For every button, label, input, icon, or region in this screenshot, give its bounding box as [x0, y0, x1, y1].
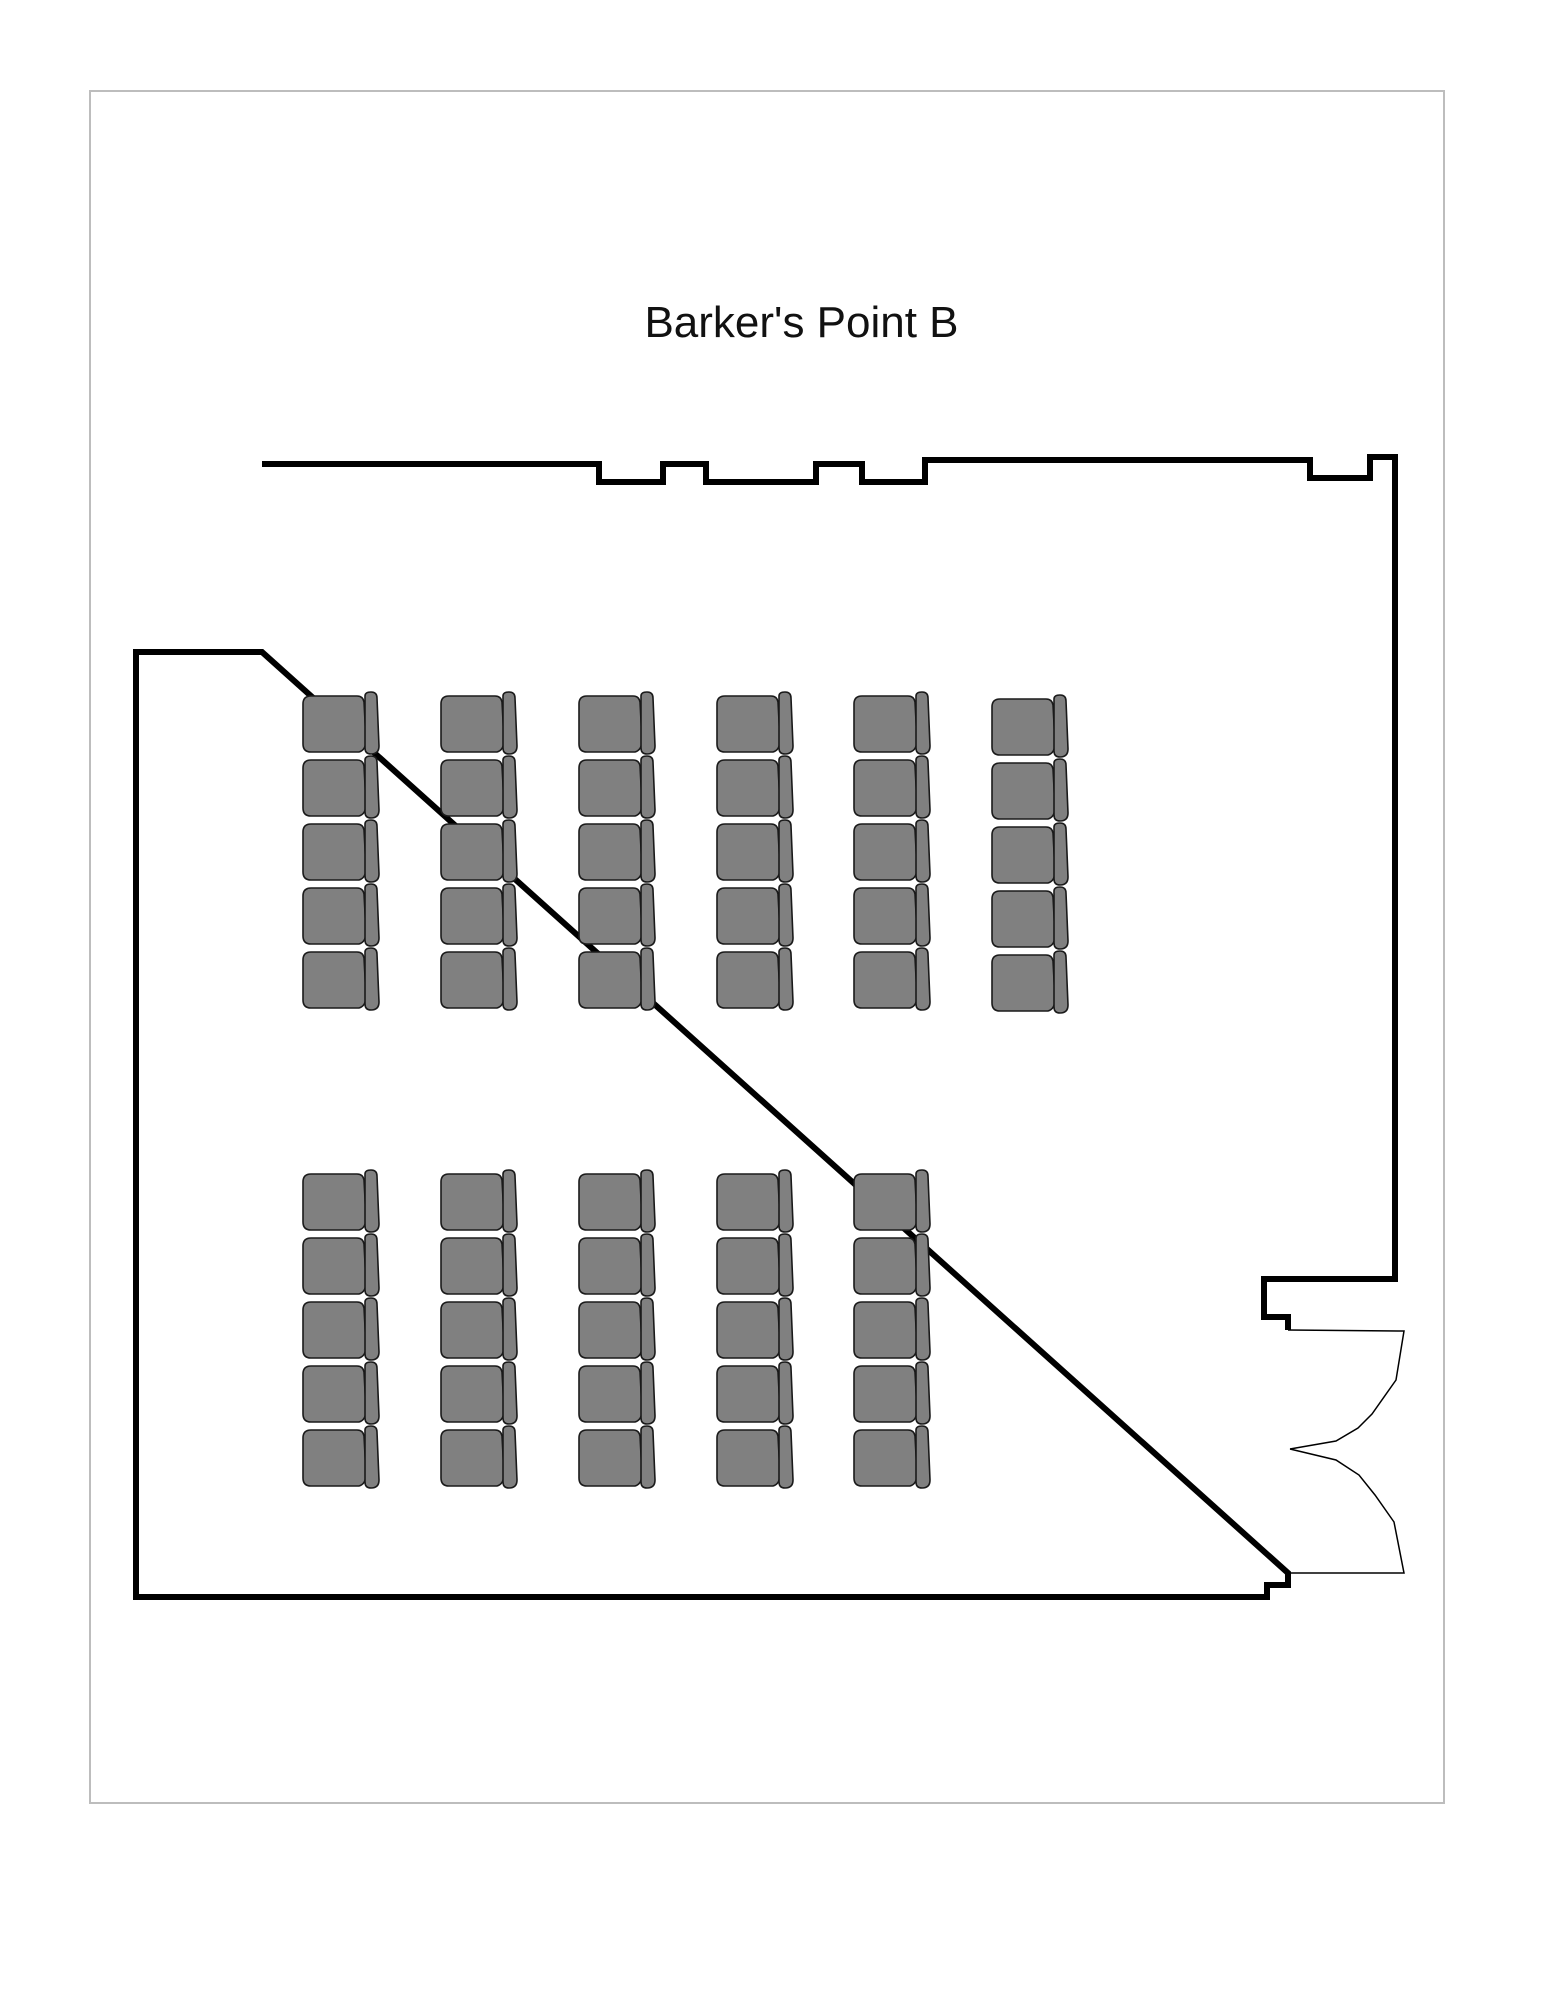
- chair-icon: [302, 1425, 380, 1489]
- chair-icon: [578, 1361, 656, 1425]
- chair-icon: [440, 883, 518, 947]
- chair-icon: [440, 1297, 518, 1361]
- chair-icon: [716, 1425, 794, 1489]
- chair-icon: [302, 1361, 380, 1425]
- chair-icon: [716, 819, 794, 883]
- chair-icon: [853, 1169, 931, 1233]
- chair-icon: [440, 1425, 518, 1489]
- chair-icon: [716, 1169, 794, 1233]
- chair-icon: [302, 883, 380, 947]
- chair-icon: [578, 883, 656, 947]
- page-frame: [89, 90, 1445, 1804]
- chair-icon: [991, 694, 1069, 758]
- chair-icon: [853, 1233, 931, 1297]
- chair-icon: [716, 947, 794, 1011]
- chair-icon: [716, 1361, 794, 1425]
- chair-icon: [302, 819, 380, 883]
- chair-icon: [302, 947, 380, 1011]
- chair-icon: [440, 947, 518, 1011]
- chair-icon: [578, 755, 656, 819]
- chair-icon: [853, 691, 931, 755]
- chair-icon: [853, 883, 931, 947]
- room-walls: [133, 454, 1398, 1600]
- room-title: Barker's Point B: [644, 298, 959, 347]
- chair-icon: [853, 1297, 931, 1361]
- chair-icon: [991, 758, 1069, 822]
- chair-icon: [578, 1169, 656, 1233]
- chair-icon: [853, 1425, 931, 1489]
- door-left-leaf: [1287, 1329, 1405, 1450]
- chair-icon: [716, 883, 794, 947]
- chair-icon: [578, 819, 656, 883]
- chair-icon: [991, 822, 1069, 886]
- double-door-icon: [1287, 1329, 1405, 1574]
- seating-block-upper: [302, 691, 1069, 1014]
- chair-icon: [302, 1233, 380, 1297]
- chair-icon: [302, 1297, 380, 1361]
- chair-icon: [578, 947, 656, 1011]
- chair-icon: [853, 819, 931, 883]
- chair-icon: [578, 1233, 656, 1297]
- chair-icon: [991, 950, 1069, 1014]
- chair-icon: [440, 1233, 518, 1297]
- chair-icon: [440, 819, 518, 883]
- chair-icon: [302, 755, 380, 819]
- chair-icon: [716, 755, 794, 819]
- door-right-leaf: [1288, 1448, 1405, 1574]
- seating-block-lower: [302, 1169, 931, 1489]
- chair-icon: [716, 1297, 794, 1361]
- chair-icon: [578, 691, 656, 755]
- chair-icon: [578, 1297, 656, 1361]
- chair-icon: [302, 1169, 380, 1233]
- chair-icon: [302, 691, 380, 755]
- chair-icon: [853, 755, 931, 819]
- chair-icon: [853, 1361, 931, 1425]
- chair-icon: [440, 1361, 518, 1425]
- chair-icon: [440, 1169, 518, 1233]
- chair-icon: [716, 691, 794, 755]
- chair-icon: [991, 886, 1069, 950]
- chair-icon: [440, 691, 518, 755]
- chair-icon: [440, 755, 518, 819]
- chair-icon: [716, 1233, 794, 1297]
- chair-icon: [853, 947, 931, 1011]
- chair-icon: [578, 1425, 656, 1489]
